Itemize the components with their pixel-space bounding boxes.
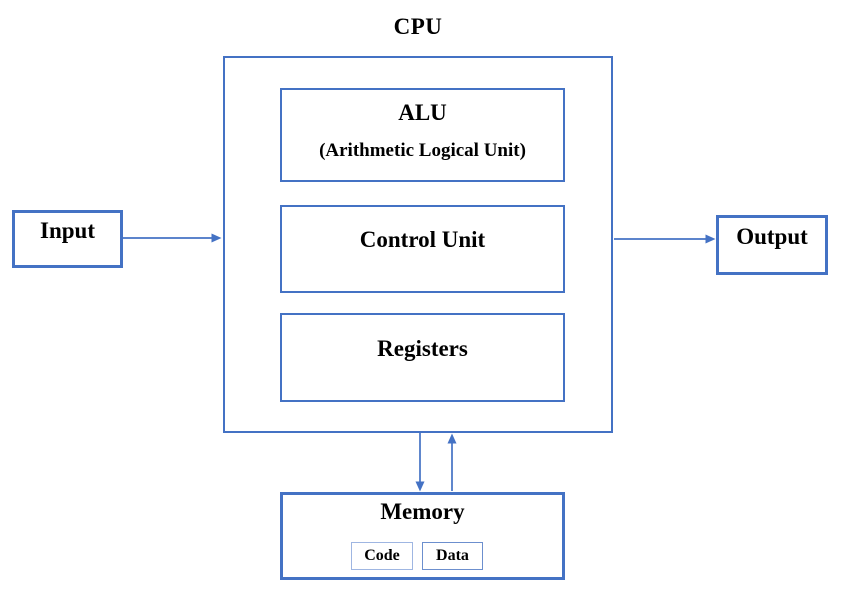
output-label: Output xyxy=(736,224,808,249)
input-box: Input xyxy=(12,210,123,268)
memory-code-label: Code xyxy=(364,547,400,564)
alu-sublabel: (Arithmetic Logical Unit) xyxy=(319,140,526,161)
registers-label: Registers xyxy=(377,335,468,361)
registers-box: Registers xyxy=(280,313,565,402)
control-unit-label: Control Unit xyxy=(359,227,486,252)
memory-code-box: Code xyxy=(351,542,413,570)
memory-data-box: Data xyxy=(422,542,483,570)
alu-label: ALU xyxy=(398,100,447,125)
input-label: Input xyxy=(40,218,95,243)
control-unit-box: Control Unit xyxy=(280,205,565,293)
memory-box: Memory Code Data xyxy=(280,492,565,580)
memory-data-label: Data xyxy=(436,547,469,564)
alu-box: ALU (Arithmetic Logical Unit) xyxy=(280,88,565,182)
output-box: Output xyxy=(716,215,828,275)
diagram-title: CPU xyxy=(393,14,443,39)
memory-label: Memory xyxy=(380,499,465,524)
